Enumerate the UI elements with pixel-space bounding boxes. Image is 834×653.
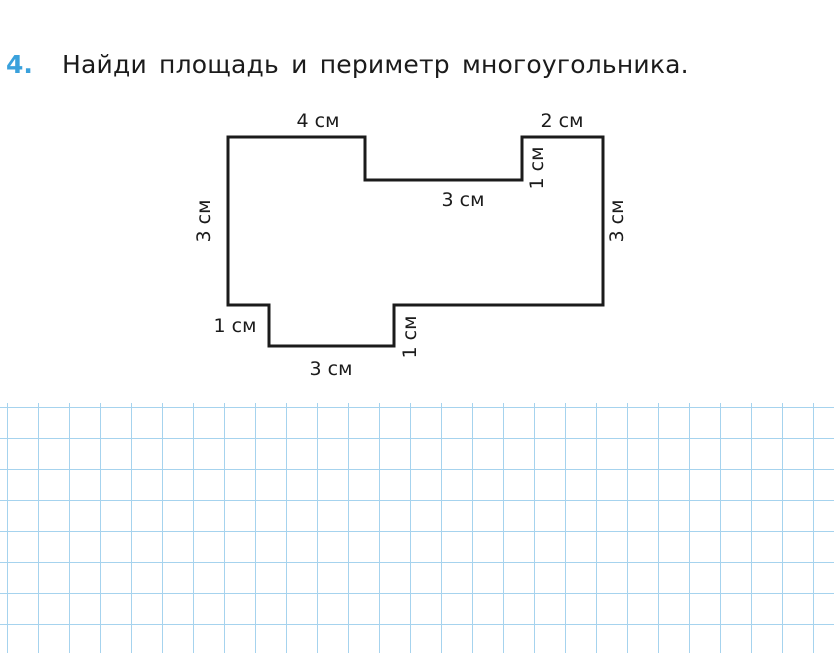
polygon-figure: 4 см 2 см 1 см 3 см 3 см 3 см 1 см 3 см …: [193, 110, 628, 380]
label-bottom: 3 см: [310, 358, 353, 380]
task-header: 4. Найди площадь и периметр многоугольни…: [0, 46, 834, 90]
polygon-drawing: 4 см 2 см 1 см 3 см 3 см 3 см 1 см 3 см …: [193, 110, 628, 380]
polygon-outline: [226, 135, 605, 348]
label-top-right: 2 см: [541, 110, 584, 132]
label-notch-bottom: 3 см: [442, 189, 485, 211]
label-top-left: 4 см: [297, 110, 340, 132]
task-number: 4.: [6, 50, 33, 79]
label-bottom-left-step: 1 см: [214, 315, 257, 337]
task-text: Найди площадь и периметр многоугольника.: [62, 50, 689, 79]
label-bottom-right-step: 1 см: [399, 316, 421, 359]
label-right-side: 3 см: [606, 200, 628, 243]
label-notch-height: 1 см: [526, 147, 548, 190]
grid-paper: [0, 403, 834, 653]
label-left-side: 3 см: [193, 200, 215, 243]
